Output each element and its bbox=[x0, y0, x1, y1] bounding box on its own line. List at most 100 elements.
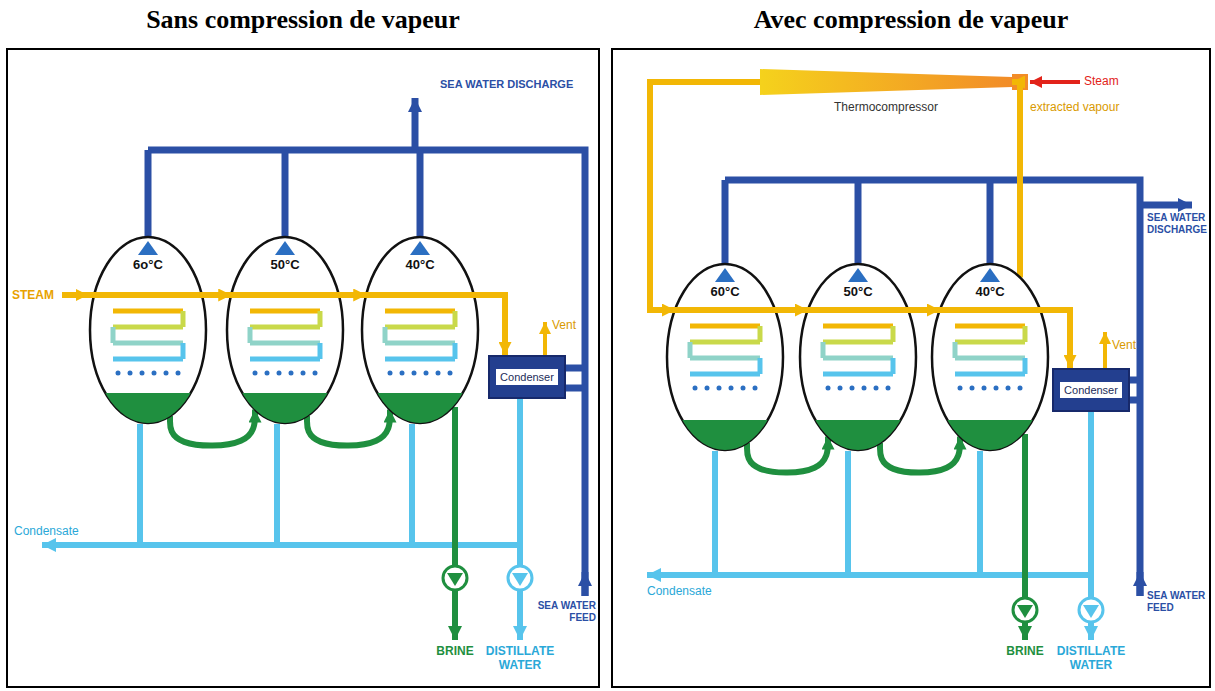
heat-exchanger-coil bbox=[955, 340, 1025, 345]
steam-pipe bbox=[62, 292, 88, 298]
sea-water-pipe bbox=[566, 365, 585, 372]
spray-nozzle bbox=[980, 268, 1000, 282]
spray-droplet bbox=[705, 386, 710, 391]
condensate-pipe bbox=[1088, 412, 1094, 598]
condensate-pipe bbox=[137, 424, 143, 545]
brine-pump bbox=[1013, 598, 1037, 622]
spray-droplet bbox=[886, 386, 891, 391]
condensate-pipe bbox=[647, 412, 1091, 640]
heat-exchanger-coil bbox=[250, 357, 320, 362]
sea-water-pipe bbox=[145, 150, 152, 242]
spray-droplet bbox=[850, 386, 855, 391]
heat-exchanger-coil bbox=[823, 372, 893, 377]
steam-tube bbox=[88, 292, 208, 298]
brine-pool bbox=[360, 393, 480, 425]
heat-exchanger-coil bbox=[385, 341, 455, 346]
steam-pipe bbox=[1103, 332, 1107, 368]
brine-pump bbox=[447, 573, 463, 586]
distillate-label: DISTILLATE WATER bbox=[482, 644, 558, 673]
sea-water-pipe bbox=[148, 98, 585, 596]
feed-label: SEA WATER FEED bbox=[1147, 590, 1208, 614]
spray-droplet bbox=[388, 371, 393, 376]
steam-tube bbox=[798, 307, 918, 313]
condensate-label-anchor: Condensate bbox=[647, 584, 712, 598]
temperature-label: 50°C bbox=[798, 284, 918, 299]
spray-nozzle bbox=[275, 241, 295, 255]
condensate-pipe bbox=[517, 590, 523, 640]
brine-pool bbox=[798, 420, 918, 452]
condenser-box: Condenser bbox=[1052, 368, 1130, 412]
brine-label: BRINE bbox=[430, 644, 480, 658]
heat-exchanger-coil bbox=[250, 325, 320, 330]
brine-label: BRINE bbox=[1000, 644, 1050, 658]
brine-label-anchor: BRINE bbox=[1000, 644, 1050, 658]
brine-pipe bbox=[452, 407, 458, 566]
vent-label: Vent bbox=[552, 318, 576, 332]
brine-pump bbox=[443, 566, 467, 590]
sea-water-pipe bbox=[1130, 397, 1140, 404]
steam-pipe bbox=[543, 322, 547, 355]
heat-exchanger-coil bbox=[690, 324, 760, 329]
condensate-pipe bbox=[845, 451, 851, 575]
steam-flow bbox=[1012, 82, 1020, 277]
brine-pool bbox=[88, 393, 208, 425]
edge-label: extracted vapour bbox=[1028, 100, 1121, 114]
discharge-label: SEA WATER DISCHARGE bbox=[1147, 212, 1208, 236]
spray-droplet bbox=[958, 386, 963, 391]
vent-label-anchor: Vent bbox=[1112, 338, 1136, 352]
spray-droplet bbox=[116, 371, 121, 376]
distillate-pump bbox=[1079, 598, 1103, 622]
ejector-cone bbox=[760, 69, 1012, 95]
spray-droplet bbox=[140, 371, 145, 376]
brine-label-anchor: BRINE bbox=[430, 644, 480, 658]
brine-pipe bbox=[1022, 622, 1028, 640]
spray-droplet bbox=[753, 386, 758, 391]
steam-tube bbox=[225, 292, 345, 298]
evaporator-effect: 40°C bbox=[930, 262, 1050, 452]
spray-droplet bbox=[970, 386, 975, 391]
distillate-label-anchor: DISTILLATE WATER bbox=[1053, 644, 1129, 673]
discharge-label: SEA WATER DISCHARGE bbox=[440, 78, 573, 91]
spray-droplet bbox=[448, 371, 453, 376]
heat-exchanger-coil bbox=[823, 356, 893, 361]
condensate-pipe bbox=[712, 451, 718, 575]
heat-exchanger-coil bbox=[385, 325, 455, 330]
motive-steam-pipe bbox=[1030, 80, 1080, 84]
condensate-pipe bbox=[42, 542, 520, 548]
sea-water-pipe bbox=[987, 180, 994, 268]
discharge-label-anchor: SEA WATER DISCHARGE bbox=[1147, 212, 1208, 236]
heat-exchanger-coil bbox=[113, 325, 183, 330]
discharge-label-anchor: SEA WATER DISCHARGE bbox=[440, 78, 573, 91]
panel-heading: Sans compression de vapeur bbox=[8, 5, 598, 35]
sea-water-pipe bbox=[1137, 572, 1144, 596]
spray-droplet bbox=[838, 386, 843, 391]
feed-label-anchor: SEA WATER FEED bbox=[534, 600, 596, 624]
spray-droplet bbox=[176, 371, 181, 376]
sea-water-pipe bbox=[566, 385, 585, 392]
spray-droplet bbox=[874, 386, 879, 391]
spray-nozzle bbox=[848, 268, 868, 282]
spray-droplet bbox=[717, 386, 722, 391]
sea-water-pipe bbox=[722, 180, 729, 268]
distillate-label: DISTILLATE WATER bbox=[1053, 644, 1129, 673]
spray-nozzle bbox=[138, 241, 158, 255]
spray-nozzle bbox=[410, 241, 430, 255]
distillate-pump bbox=[512, 573, 528, 586]
feed-label: SEA WATER FEED bbox=[534, 600, 596, 624]
brine-flow bbox=[307, 410, 390, 446]
spray-nozzle bbox=[715, 268, 735, 282]
evaporator-effect: 50°C bbox=[798, 262, 918, 452]
brine-flow bbox=[880, 437, 960, 473]
sea-water-pipe bbox=[1130, 377, 1140, 384]
distillate-label-anchor: DISTILLATE WATER bbox=[482, 644, 558, 673]
heat-exchanger-coil bbox=[690, 372, 760, 377]
heat-exchanger-coil bbox=[955, 356, 1025, 361]
spray-droplet bbox=[982, 386, 987, 391]
distillate-pump bbox=[1083, 605, 1099, 618]
spray-droplet bbox=[826, 386, 831, 391]
spray-droplet bbox=[253, 371, 258, 376]
thermocompressor-label: Thermocompressor bbox=[760, 100, 1012, 114]
spray-droplet bbox=[152, 371, 157, 376]
spray-droplet bbox=[128, 371, 133, 376]
